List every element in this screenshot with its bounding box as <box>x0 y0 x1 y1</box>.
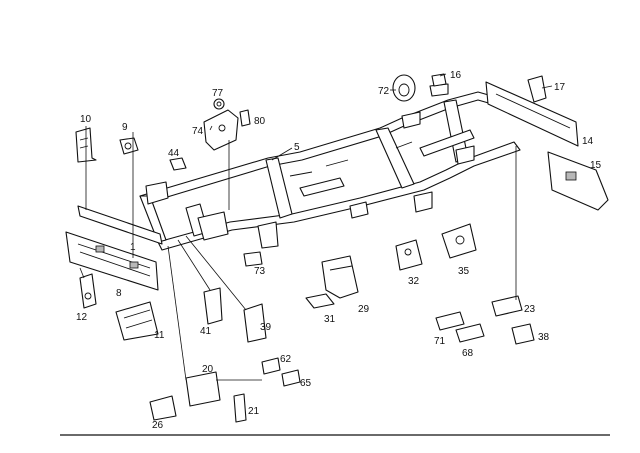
callout-15: 15 <box>590 160 602 171</box>
part-12-hanger <box>79 273 97 309</box>
part-44-clip <box>169 157 187 171</box>
callout-62: 62 <box>280 354 292 365</box>
callout-71: 71 <box>434 336 446 347</box>
part-23-plate <box>491 295 523 317</box>
callout-12: 12 <box>76 312 88 323</box>
callout-68: 68 <box>462 348 474 359</box>
part-17-hook <box>527 75 547 103</box>
part-29-mount <box>321 255 359 299</box>
callout-14: 14 <box>582 136 594 147</box>
callout-17: 17 <box>554 82 566 93</box>
part-73-pad <box>243 251 263 267</box>
callout-80: 80 <box>254 116 266 127</box>
callout-65: 65 <box>300 378 312 389</box>
callout-29: 29 <box>358 304 370 315</box>
part-80-plate <box>239 109 251 127</box>
chassis-frame <box>139 83 521 251</box>
part-39-plate <box>243 303 267 343</box>
part-15-rear-bracket <box>547 151 609 211</box>
callout-23: 23 <box>524 304 536 315</box>
part-32-bracket <box>395 239 423 271</box>
part-21-bracket <box>233 393 247 423</box>
part-35-bracket <box>441 223 477 259</box>
part-62-shim <box>261 357 281 375</box>
part-20-bracket <box>185 371 221 407</box>
callout-72: 72 <box>378 86 390 97</box>
callout-1: 1 <box>130 242 136 253</box>
callout-35: 35 <box>458 266 470 277</box>
part-14-rear-crossmember <box>485 81 579 147</box>
callout-73: 73 <box>254 266 266 277</box>
callout-32: 32 <box>408 276 420 287</box>
part-11-bracket <box>115 301 159 341</box>
callout-26: 26 <box>152 420 164 431</box>
part-77-nut <box>213 98 225 110</box>
part-31-strap <box>305 293 335 309</box>
callouts: 10 9 44 77 74 80 5 72 16 17 14 15 8 1 12… <box>76 70 602 431</box>
part-65-shim <box>281 369 301 387</box>
part-26-bracket <box>149 395 177 421</box>
callout-21: 21 <box>248 406 260 417</box>
callout-11: 11 <box>154 330 165 341</box>
callout-39: 39 <box>260 322 272 333</box>
part-41-bracket <box>203 287 223 325</box>
callout-9: 9 <box>122 122 128 133</box>
callout-10: 10 <box>80 114 92 125</box>
leader-lines <box>79 73 553 381</box>
callout-20: 20 <box>202 364 214 375</box>
callout-5: 5 <box>294 142 300 153</box>
part-9-mount <box>119 137 139 155</box>
callout-31: 31 <box>324 314 336 325</box>
part-38-block <box>511 323 535 345</box>
part-68-shim <box>455 323 485 343</box>
part-72-grommet <box>392 74 416 102</box>
part-16-tab <box>431 73 447 87</box>
callout-16: 16 <box>450 70 462 81</box>
callout-77: 77 <box>212 88 224 99</box>
callout-38: 38 <box>538 332 550 343</box>
part-71-shim <box>435 311 465 331</box>
callout-74: 74 <box>192 126 204 137</box>
callout-44: 44 <box>168 148 180 159</box>
callout-41: 41 <box>200 326 212 337</box>
callout-8: 8 <box>116 288 122 299</box>
part-74-bracket <box>203 109 239 151</box>
